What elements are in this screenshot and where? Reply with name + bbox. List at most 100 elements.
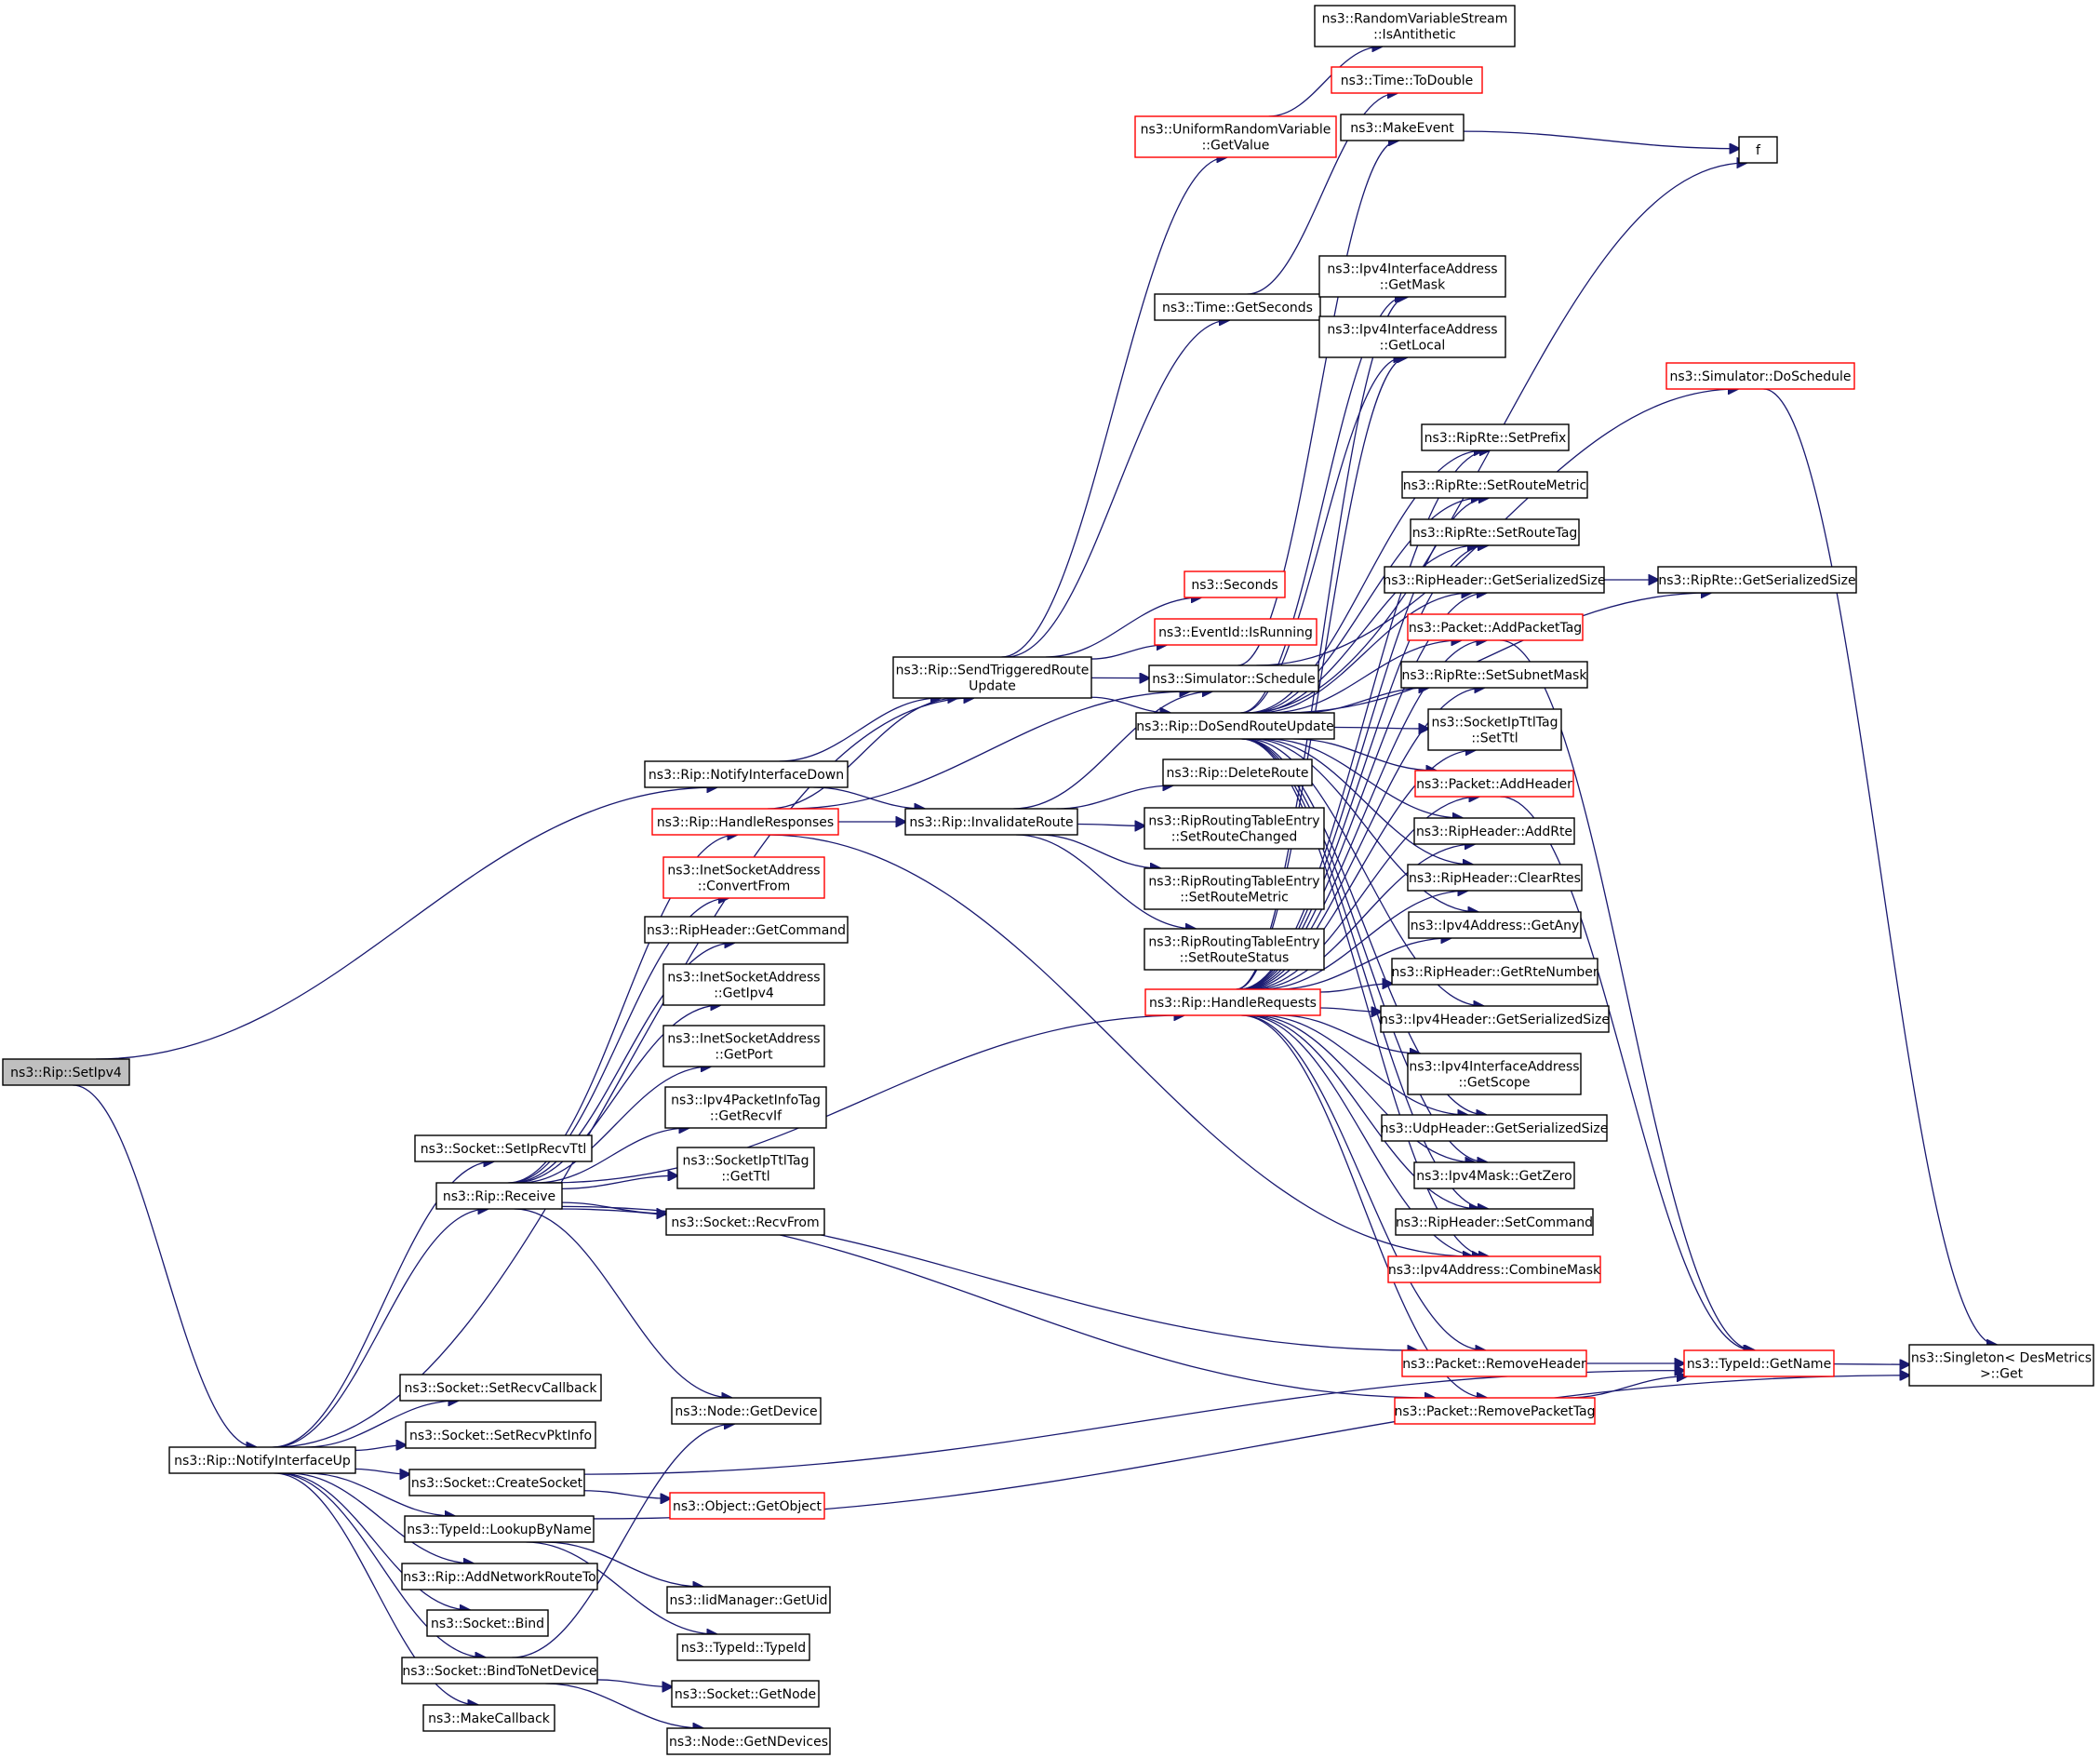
- node-handle-requests[interactable]: ns3::Rip::HandleRequests: [1144, 988, 1321, 1016]
- node-notify-interface-up[interactable]: ns3::Rip::NotifyInterfaceUp: [168, 1446, 356, 1474]
- node-notify-interface-down[interactable]: ns3::Rip::NotifyInterfaceDown: [644, 760, 849, 788]
- node-box[interactable]: [1908, 1344, 2094, 1387]
- node-type-id-ctor[interactable]: ns3::TypeId::TypeId: [676, 1633, 810, 1661]
- node-box[interactable]: [676, 1147, 815, 1189]
- node-get-mask[interactable]: ns3::Ipv4InterfaceAddress::GetMask: [1318, 255, 1506, 298]
- node-set-recv-callback[interactable]: ns3::Socket::SetRecvCallback: [399, 1374, 602, 1402]
- node-add-packet-tag[interactable]: ns3::Packet::AddPacketTag: [1407, 613, 1584, 641]
- node-box[interactable]: [414, 1134, 593, 1162]
- node-is-running[interactable]: ns3::EventId::IsRunning: [1154, 618, 1318, 646]
- node-box[interactable]: [1318, 315, 1506, 358]
- node-seconds[interactable]: ns3::Seconds: [1184, 570, 1286, 598]
- node-set-ip-recv-ttl[interactable]: ns3::Socket::SetIpRecvTtl: [414, 1134, 593, 1162]
- node-box[interactable]: [676, 1633, 810, 1661]
- node-box[interactable]: [1657, 566, 1857, 594]
- node-get-scope[interactable]: ns3::Ipv4InterfaceAddress::GetScope: [1407, 1053, 1582, 1095]
- node-box[interactable]: [1427, 708, 1562, 751]
- node-time-get-seconds[interactable]: ns3::Time::GetSeconds: [1154, 293, 1321, 321]
- node-box[interactable]: [1380, 1005, 1610, 1033]
- node-box[interactable]: [662, 856, 825, 899]
- node-box[interactable]: [1135, 712, 1335, 740]
- node-box[interactable]: [405, 1421, 596, 1449]
- node-get-zero[interactable]: ns3::Ipv4Mask::GetZero: [1413, 1161, 1575, 1189]
- node-recv-from[interactable]: ns3::Socket::RecvFrom: [665, 1208, 825, 1236]
- node-udp-header-get-serialized-size[interactable]: ns3::UdpHeader::GetSerializedSize: [1381, 1114, 1609, 1142]
- node-get-ipv4[interactable]: ns3::InetSocketAddress::GetIpv4: [662, 963, 825, 1006]
- node-box[interactable]: [422, 1704, 555, 1732]
- node-box[interactable]: [666, 1586, 831, 1614]
- node-box[interactable]: [1413, 1161, 1575, 1189]
- node-rte-set-route-metric[interactable]: ns3::RipRte::SetRouteMetric: [1401, 471, 1588, 499]
- node-schedule[interactable]: ns3::Simulator::Schedule: [1148, 664, 1319, 692]
- node-rip-header-get-serialized-size[interactable]: ns3::RipHeader::GetSerializedSize: [1383, 566, 1606, 594]
- node-set-recv-pkt-info[interactable]: ns3::Socket::SetRecvPktInfo: [405, 1421, 596, 1449]
- node-box[interactable]: [662, 1025, 825, 1067]
- node-rteset-route-metric[interactable]: ns3::RipRoutingTableEntry::SetRouteMetri…: [1144, 867, 1325, 910]
- node-box[interactable]: [1184, 570, 1286, 598]
- node-box[interactable]: [1683, 1349, 1835, 1377]
- node-f[interactable]: f: [1738, 136, 1778, 164]
- node-remove-packet-tag[interactable]: ns3::Packet::RemovePacketTag: [1394, 1397, 1596, 1425]
- node-box[interactable]: [1154, 293, 1321, 321]
- node-box[interactable]: [408, 1469, 585, 1496]
- node-set-command[interactable]: ns3::RipHeader::SetCommand: [1395, 1208, 1594, 1236]
- node-box[interactable]: [651, 808, 839, 836]
- node-box[interactable]: [1381, 1114, 1608, 1142]
- node-bind-to-net-device[interactable]: ns3::Socket::BindToNetDevice: [401, 1657, 598, 1684]
- node-do-send-route-update[interactable]: ns3::Rip::DoSendRouteUpdate: [1135, 712, 1335, 740]
- node-uniform-get-value[interactable]: ns3::UniformRandomVariable::GetValue: [1134, 115, 1337, 158]
- node-box[interactable]: [399, 1374, 602, 1402]
- node-get-local[interactable]: ns3::Ipv4InterfaceAddress::GetLocal: [1318, 315, 1506, 358]
- node-get-node[interactable]: ns3::Socket::GetNode: [671, 1680, 820, 1708]
- node-box[interactable]: [1144, 988, 1321, 1016]
- node-get-port[interactable]: ns3::InetSocketAddress::GetPort: [662, 1025, 825, 1067]
- node-make-event[interactable]: ns3::MakeEvent: [1340, 114, 1465, 141]
- node-box[interactable]: [1154, 618, 1318, 646]
- node-box[interactable]: [1407, 864, 1583, 892]
- node-box[interactable]: [1162, 758, 1313, 786]
- node-set-route-status[interactable]: ns3::RipRoutingTableEntry::SetRouteStatu…: [1144, 928, 1325, 971]
- node-box[interactable]: [671, 1680, 820, 1708]
- node-rip-rte-get-serialized-size[interactable]: ns3::RipRte::GetSerializedSize: [1657, 566, 1857, 594]
- node-receive[interactable]: ns3::Rip::Receive: [435, 1182, 563, 1210]
- node-box[interactable]: [1144, 807, 1325, 850]
- node-clear-rtes[interactable]: ns3::RipHeader::ClearRtes: [1407, 864, 1583, 892]
- node-box[interactable]: [662, 963, 825, 1006]
- node-set-ttl[interactable]: ns3::SocketIpTtlTag::SetTtl: [1427, 708, 1562, 751]
- node-set-route-tag[interactable]: ns3::RipRte::SetRouteTag: [1410, 518, 1580, 546]
- node-combine-mask[interactable]: ns3::Ipv4Address::CombineMask: [1387, 1255, 1601, 1283]
- node-ipv4-header-get-serialized-size[interactable]: ns3::Ipv4Header::GetSerializedSize: [1380, 1005, 1610, 1033]
- node-create-socket[interactable]: ns3::Socket::CreateSocket: [408, 1469, 585, 1496]
- node-get-ttl[interactable]: ns3::SocketIpTtlTag::GetTtl: [676, 1147, 815, 1189]
- node-box[interactable]: [1314, 5, 1516, 47]
- node-box[interactable]: [644, 760, 849, 788]
- node-get-any[interactable]: ns3::Ipv4Address::GetAny: [1408, 911, 1582, 939]
- node-do-schedule[interactable]: ns3::Simulator::DoSchedule: [1665, 362, 1855, 390]
- node-box[interactable]: [2, 1058, 130, 1086]
- node-box[interactable]: [1665, 362, 1855, 390]
- node-box[interactable]: [1387, 1255, 1601, 1283]
- node-box[interactable]: [1407, 613, 1584, 641]
- node-add-header[interactable]: ns3::Packet::AddHeader: [1414, 770, 1574, 798]
- node-box[interactable]: [1384, 566, 1605, 594]
- node-box[interactable]: [665, 1208, 825, 1236]
- node-invalidate-route[interactable]: ns3::Rip::InvalidateRoute: [904, 808, 1078, 836]
- node-box[interactable]: [401, 1657, 598, 1684]
- node-box[interactable]: [671, 1397, 822, 1425]
- node-box[interactable]: [666, 1727, 831, 1755]
- node-get-uid[interactable]: ns3::IidManager::GetUid: [666, 1586, 831, 1614]
- node-box[interactable]: [664, 1086, 827, 1129]
- node-is-antithetic[interactable]: ns3::RandomVariableStream::IsAntithetic: [1314, 5, 1516, 47]
- node-get-device[interactable]: ns3::Node::GetDevice: [671, 1397, 822, 1425]
- node-set-ipv4[interactable]: ns3::Rip::SetIpv4: [2, 1058, 130, 1086]
- node-box[interactable]: [1401, 471, 1588, 499]
- node-bind[interactable]: ns3::Socket::Bind: [426, 1609, 549, 1637]
- node-box[interactable]: [1408, 911, 1582, 939]
- node-get-ndevices[interactable]: ns3::Node::GetNDevices: [666, 1727, 831, 1755]
- node-box[interactable]: [426, 1609, 549, 1637]
- node-get-rte-number[interactable]: ns3::RipHeader::GetRteNumber: [1391, 958, 1598, 986]
- node-add-rte[interactable]: ns3::RipHeader::AddRte: [1413, 817, 1575, 845]
- node-box[interactable]: [1148, 664, 1319, 692]
- node-box[interactable]: [1134, 115, 1337, 158]
